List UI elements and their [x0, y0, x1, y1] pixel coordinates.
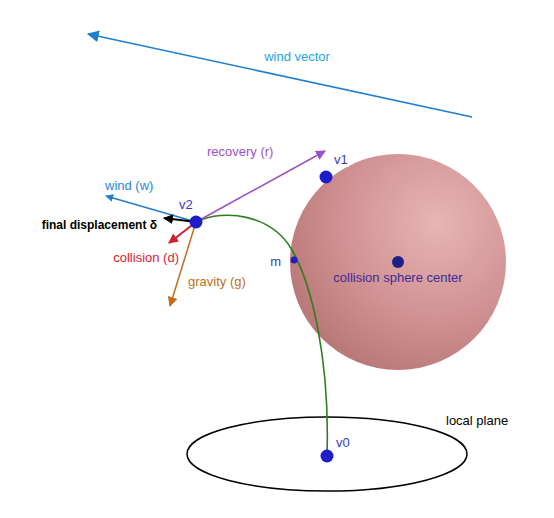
point-label: v1: [333, 153, 349, 167]
point-dot: [190, 216, 203, 229]
node-text: local plane: [446, 413, 508, 428]
recovery-label: recovery (r): [206, 145, 274, 159]
collision-label: collision (d): [112, 251, 180, 265]
trajectory-curve: [196, 215, 327, 456]
displacement-label: final displacement δ: [41, 218, 158, 232]
wind-vector-arrow: [88, 34, 472, 117]
point-label: m: [269, 255, 282, 269]
wind-label: wind (w): [104, 179, 154, 193]
point-label: v0: [335, 436, 351, 450]
gravity-label: gravity (g): [187, 275, 247, 289]
recovery-arrow: [196, 151, 325, 222]
point-dot: [321, 450, 334, 463]
point-dot: [291, 257, 298, 264]
wind-vector-label: wind vector: [263, 50, 331, 64]
point-dot: [320, 171, 333, 184]
sphere-body: [290, 154, 506, 370]
sphere-center-dot: [392, 256, 404, 268]
node-text: collision sphere center: [333, 270, 462, 285]
point-label: v2: [178, 198, 194, 212]
